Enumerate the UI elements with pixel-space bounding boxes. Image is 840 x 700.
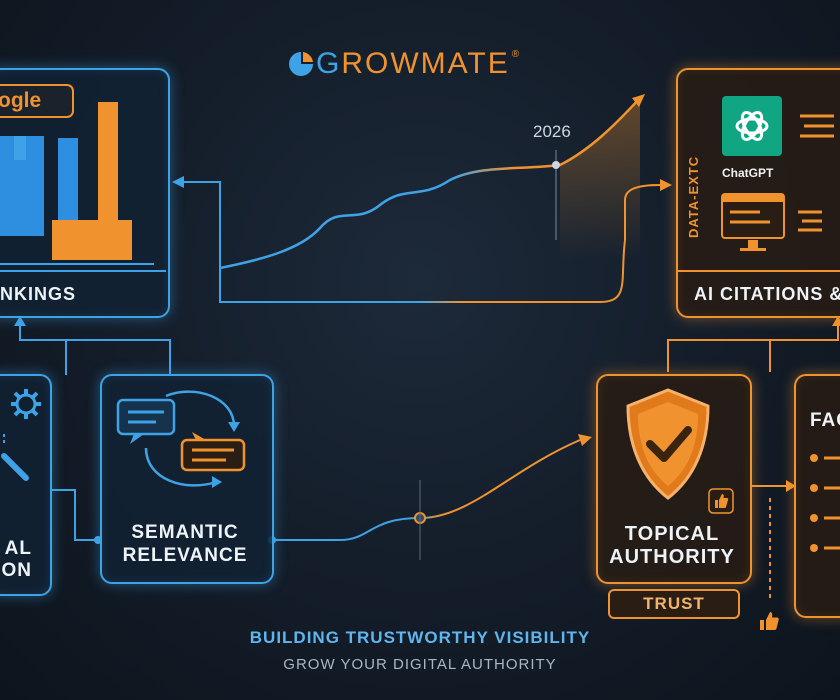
growth-area: [560, 100, 640, 260]
faq-label: FAC: [810, 410, 840, 431]
year-label: 2026: [533, 122, 571, 141]
monitor-icon: [721, 193, 785, 251]
thumbs-up-icon: [708, 488, 734, 514]
brand-logo: GROWMATE ®: [286, 44, 519, 84]
growth-arrow-head: [632, 94, 645, 107]
thumbs-up-icon-2: [760, 612, 779, 630]
technical-card: [0, 374, 52, 596]
bar-chart-icon: [0, 102, 154, 265]
semantic-label-1: SEMANTIC: [131, 522, 239, 543]
technical-label-1: AL: [4, 538, 32, 559]
semantic-up-connector: [19, 330, 171, 375]
google-badge: ogle: [0, 84, 74, 118]
year-marker-dot: [552, 161, 560, 169]
topical-up-connector: [667, 322, 839, 372]
topical-label-2: AUTHORITY: [609, 546, 735, 568]
growmate-logo-icon: [289, 52, 313, 76]
chat-bubbles-icon: [116, 390, 246, 488]
checklist-icon: [810, 454, 840, 552]
brand-name: GROWMATE: [316, 47, 510, 80]
trust-badge: TRUST: [608, 589, 740, 619]
semantic-label-2: RELEVANCE: [122, 545, 248, 566]
faq-card: [794, 374, 840, 618]
magnifier-icon: [1, 434, 29, 481]
registered-mark: ®: [511, 48, 520, 60]
rankings-label: NKINGS: [0, 284, 77, 304]
baseline-connector: [219, 184, 661, 303]
technical-label-2: ON: [1, 560, 32, 581]
footer-headline: BUILDING TRUSTWORTHY VISIBILITY: [249, 628, 591, 647]
rankings-connector: [182, 181, 221, 268]
chatgpt-label: ChatGPT: [722, 166, 774, 180]
ai-arrow-head: [660, 179, 672, 191]
gear-icon: [11, 389, 41, 419]
semantic-topical-connector: [272, 439, 581, 541]
chatgpt-logo-icon: [722, 96, 782, 156]
topical-label-1: TOPICAL: [624, 523, 720, 545]
rankings-arrow-head: [172, 176, 184, 188]
growth-curve: [219, 97, 641, 270]
footer-subline: GROW YOUR DIGITAL AUTHORITY: [283, 656, 557, 673]
vertical-tag: DATA-EXTC: [686, 155, 701, 238]
speed-lines-icon-2: [798, 210, 822, 232]
speed-lines-icon: [800, 114, 834, 138]
shield-check-icon: [626, 388, 710, 500]
ai-citations-label: AI CITATIONS &: [694, 284, 840, 304]
